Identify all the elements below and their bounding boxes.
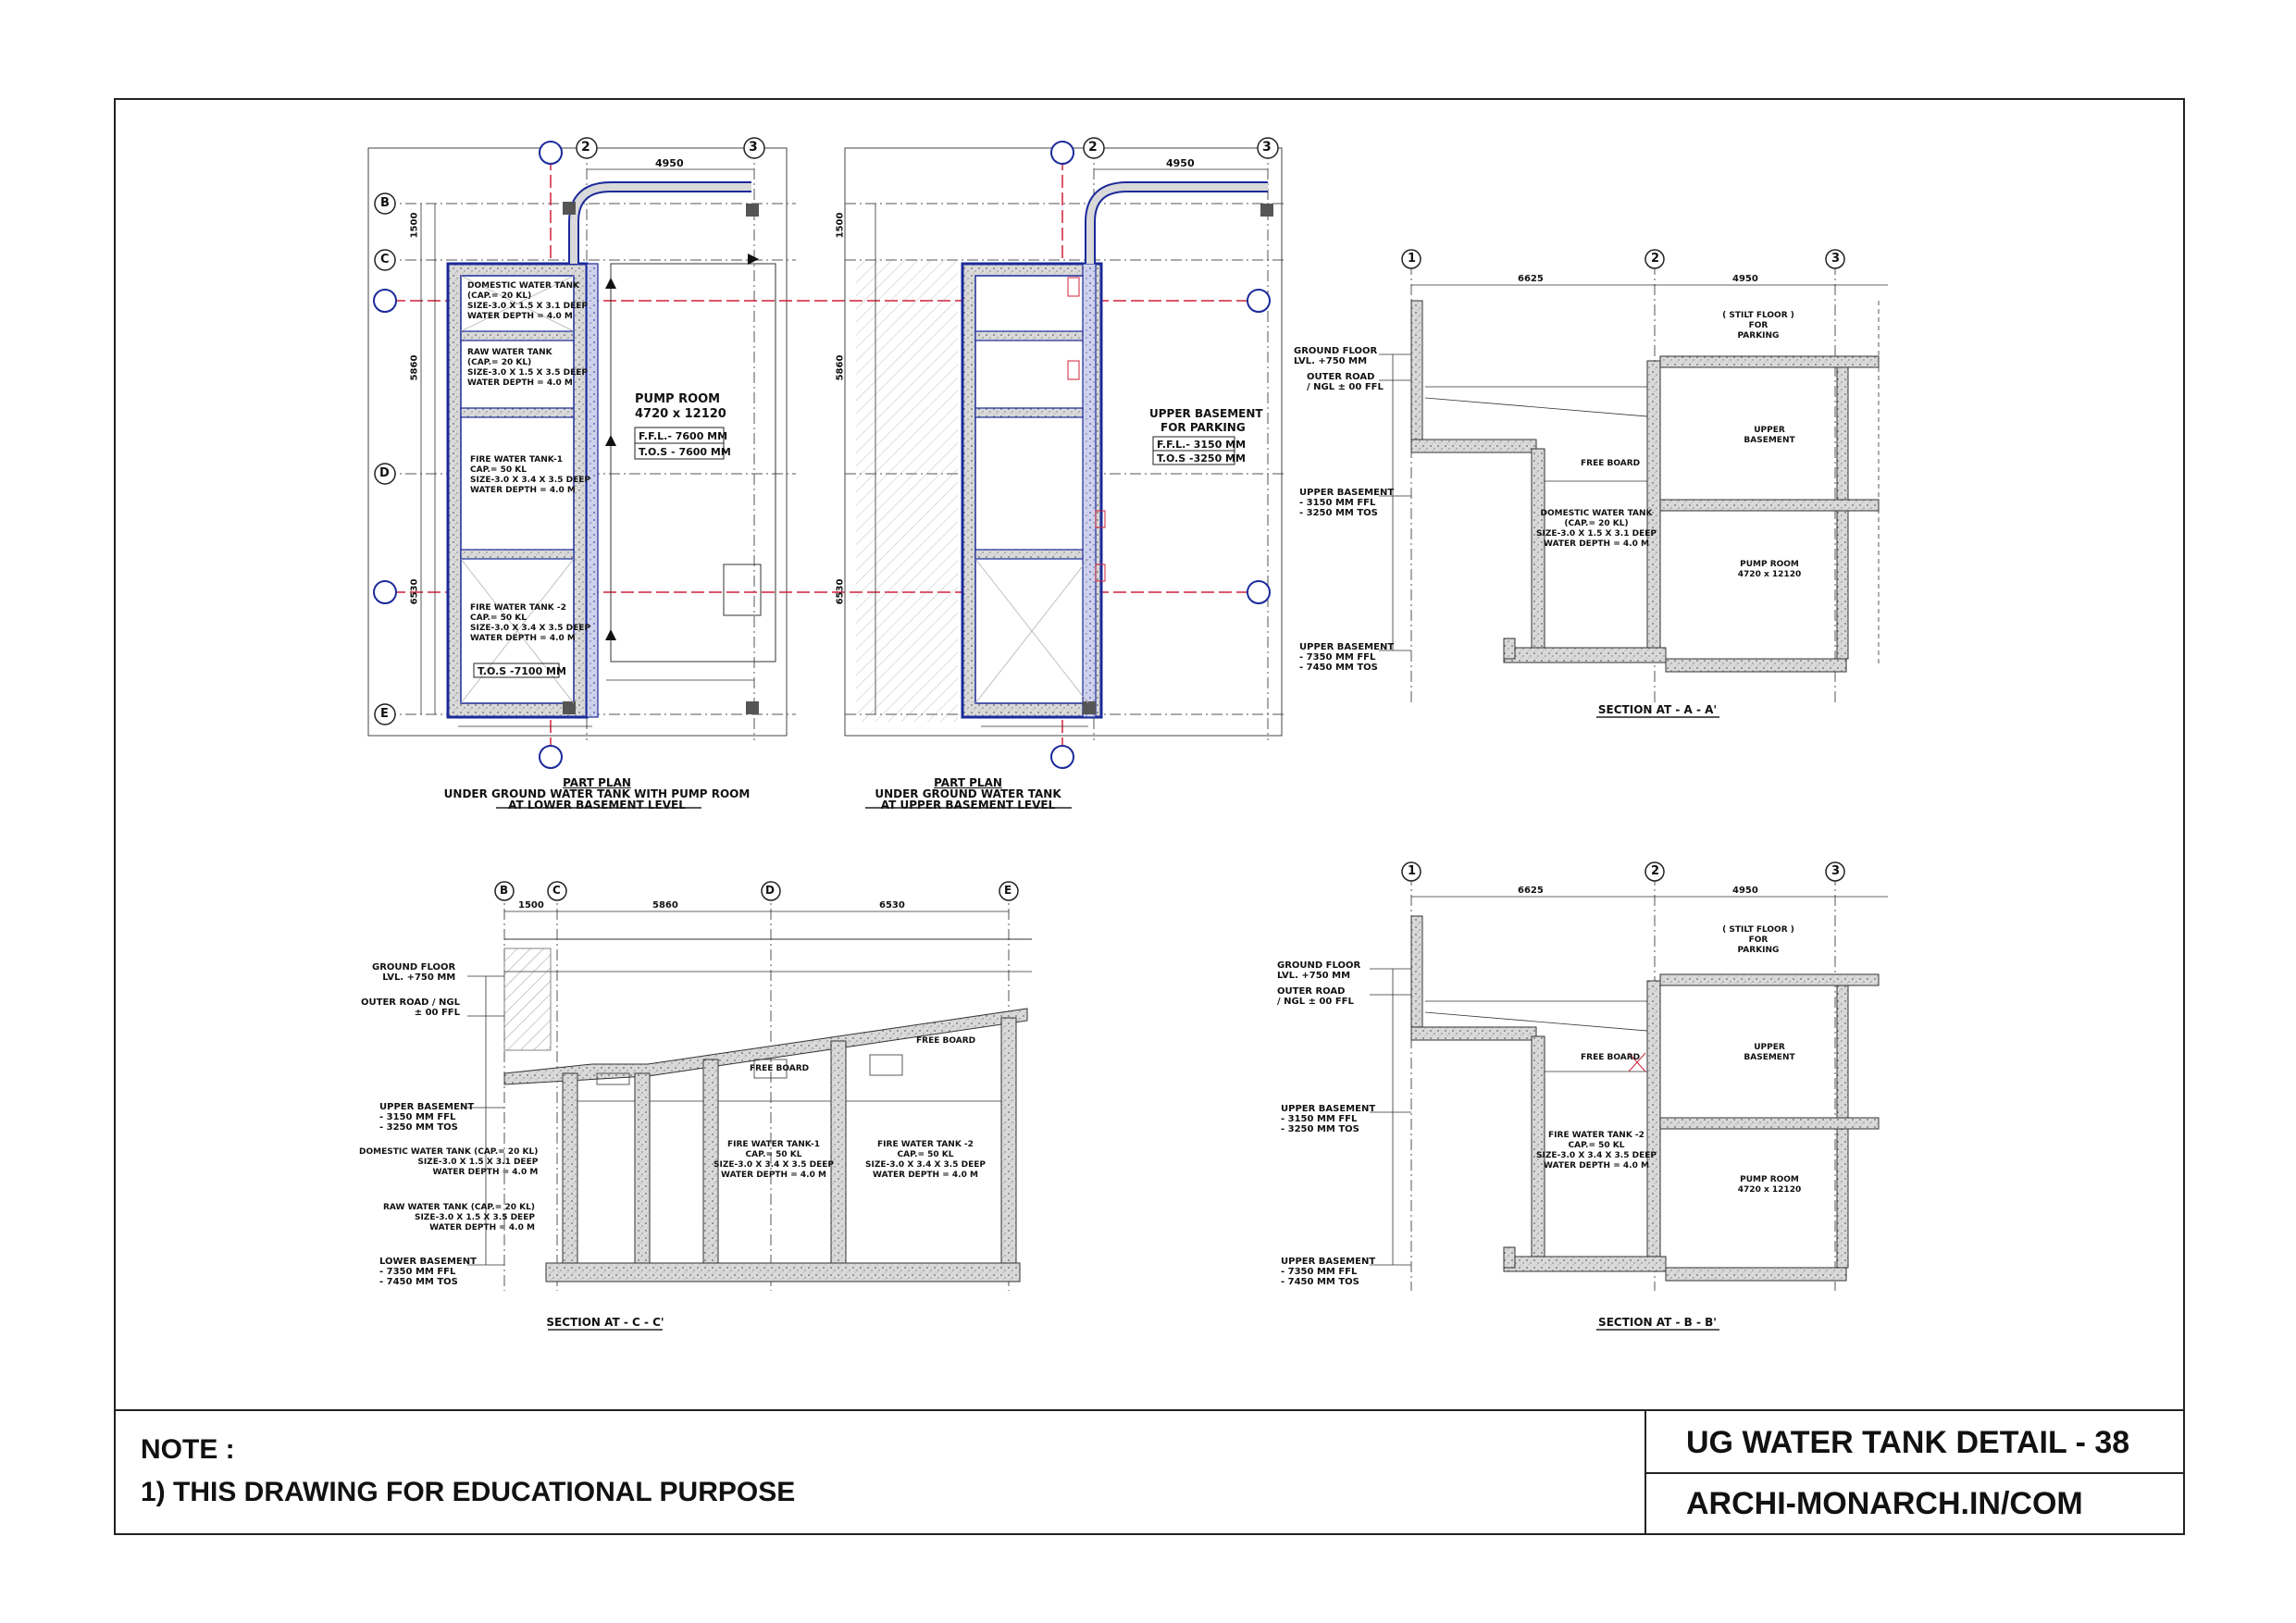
- pump-room-ffl: F.F.L.- 7600 MM: [639, 430, 728, 442]
- bb-free-board: FREE BOARD: [1581, 1053, 1641, 1062]
- grid-label-2-upper: 2: [1088, 140, 1098, 155]
- section-bb: [1370, 861, 1888, 1331]
- bb-grid-3: 3: [1831, 864, 1841, 878]
- cc-level-4: LOWER BASEMENT- 7350 MM FFL- 7450 MM TOS: [379, 1257, 477, 1287]
- aa-level-4: UPPER BASEMENT- 7350 MM FFL- 7450 MM TOS: [1299, 642, 1395, 673]
- sheet-title: UG WATER TANK DETAIL - 38: [1686, 1425, 2130, 1460]
- bb-dim-4950: 4950: [1732, 886, 1758, 896]
- aa-tank: DOMESTIC WATER TANK(CAP.= 20 KL)SIZE-3.0…: [1536, 509, 1657, 549]
- grid-label-d: D: [379, 466, 390, 480]
- plan-upper: [844, 137, 1286, 809]
- cc-raw: RAW WATER TANK (CAP.= 20 KL)SIZE-3.0 X 1…: [383, 1203, 535, 1233]
- cc-grid-e: E: [1004, 884, 1012, 897]
- dim-5860-upper: 5860: [835, 354, 846, 381]
- pump-room-size: 4720 x 12120: [635, 407, 726, 421]
- dim-5860: 5860: [409, 354, 420, 381]
- tank-label-domestic: DOMESTIC WATER TANK(CAP.= 20 KL)SIZE-3.0…: [467, 281, 588, 321]
- grid-label-e: E: [380, 707, 389, 721]
- plan-lower-caption-1: PART PLAN: [563, 776, 631, 789]
- website: ARCHI-MONARCH.IN/COM: [1686, 1486, 2083, 1521]
- dim-1500-upper: 1500: [835, 212, 846, 239]
- grid-label-3: 3: [749, 140, 758, 155]
- cc-level-2: OUTER ROAD / NGL± 00 FFL: [361, 997, 460, 1018]
- cc-caption: SECTION AT - C - C': [546, 1316, 664, 1329]
- dim-4950: 4950: [655, 157, 684, 169]
- sheet-border: [114, 98, 2185, 1535]
- plan-lower-caption-3: AT LOWER BASEMENT LEVEL: [508, 799, 686, 812]
- aa-grid-1: 1: [1408, 252, 1417, 266]
- cc-dim-6530: 6530: [879, 900, 905, 911]
- bb-level-2: OUTER ROAD/ NGL ± 00 FFL: [1277, 986, 1354, 1007]
- grid-label-2: 2: [581, 140, 590, 155]
- cc-dim-1500: 1500: [518, 900, 544, 911]
- bb-level-3: UPPER BASEMENT- 3150 MM FFL- 3250 MM TOS: [1281, 1104, 1376, 1134]
- grid-label-3-upper: 3: [1262, 140, 1272, 155]
- tank-tos: T.O.S -7100 MM: [478, 665, 566, 677]
- section-cc: [467, 881, 1032, 1331]
- dim-6530: 6530: [409, 578, 420, 605]
- bb-grid-2: 2: [1651, 864, 1660, 878]
- plan-lower-caption-2: UNDER GROUND WATER TANK WITH PUMP ROOM: [443, 787, 751, 800]
- upper-room-tos: T.O.S -3250 MM: [1157, 452, 1246, 465]
- aa-free-board: FREE BOARD: [1581, 459, 1641, 468]
- tank-label-raw: RAW WATER TANK(CAP.= 20 KL)SIZE-3.0 X 1.…: [467, 348, 588, 388]
- bb-level-4: UPPER BASEMENT- 7350 MM FFL- 7450 MM TOS: [1281, 1257, 1376, 1287]
- title-box: UG WATER TANK DETAIL - 38 ARCHI-MONARCH.…: [1645, 1410, 2184, 1534]
- aa-level-3: UPPER BASEMENT- 3150 MM FFL- 3250 MM TOS: [1299, 488, 1395, 518]
- grid-label-b: B: [380, 196, 390, 210]
- bb-dim-6625: 6625: [1518, 886, 1544, 896]
- cc-grid-b: B: [500, 884, 509, 897]
- upper-room-name: UPPER BASEMENT: [1149, 407, 1263, 420]
- cc-grid-c: C: [552, 884, 561, 897]
- aa-caption: SECTION AT - A - A': [1597, 703, 1718, 716]
- aa-dim-6625: 6625: [1518, 274, 1544, 284]
- aa-level-2: OUTER ROAD/ NGL ± 00 FFL: [1307, 372, 1384, 392]
- dim-4950-upper: 4950: [1166, 157, 1195, 169]
- cc-domestic: DOMESTIC WATER TANK (CAP.= 20 KL)SIZE-3.…: [359, 1147, 539, 1177]
- cc-level-3: UPPER BASEMENT- 3150 MM FFL- 3250 MM TOS: [379, 1102, 475, 1133]
- note-line: 1) THIS DRAWING FOR EDUCATIONAL PURPOSE: [141, 1477, 796, 1507]
- upper-room-ffl: F.F.L.- 3150 MM: [1157, 439, 1247, 451]
- dim-1500: 1500: [409, 212, 420, 239]
- aa-grid-3: 3: [1831, 252, 1841, 266]
- note-box: NOTE : 1) THIS DRAWING FOR EDUCATIONAL P…: [115, 1410, 1645, 1534]
- cc-free-board-1: FREE BOARD: [750, 1064, 810, 1073]
- pump-room-name: PUMP ROOM: [635, 392, 721, 406]
- grid-label-c: C: [380, 253, 390, 266]
- note-heading: NOTE :: [141, 1434, 235, 1465]
- plan-lower: [367, 137, 1259, 809]
- dim-6530-upper: 6530: [835, 578, 846, 605]
- upper-room-sub: FOR PARKING: [1160, 421, 1246, 434]
- section-aa: [1379, 249, 1888, 718]
- cc-free-board-2: FREE BOARD: [916, 1036, 976, 1046]
- pump-room-tos: T.O.S - 7600 MM: [639, 446, 731, 458]
- bb-caption: SECTION AT - B - B': [1598, 1316, 1717, 1329]
- cc-dim-5860: 5860: [652, 900, 678, 911]
- plan-upper-caption-1: PART PLAN: [934, 776, 1002, 789]
- plan-upper-caption-3: AT UPPER BASEMENT LEVEL: [880, 799, 1056, 812]
- aa-dim-4950: 4950: [1732, 274, 1758, 284]
- plan-upper-caption-2: UNDER GROUND WATER TANK: [875, 787, 1061, 800]
- cc-grid-d: D: [765, 884, 775, 897]
- bb-grid-1: 1: [1408, 864, 1417, 878]
- aa-grid-2: 2: [1651, 252, 1660, 266]
